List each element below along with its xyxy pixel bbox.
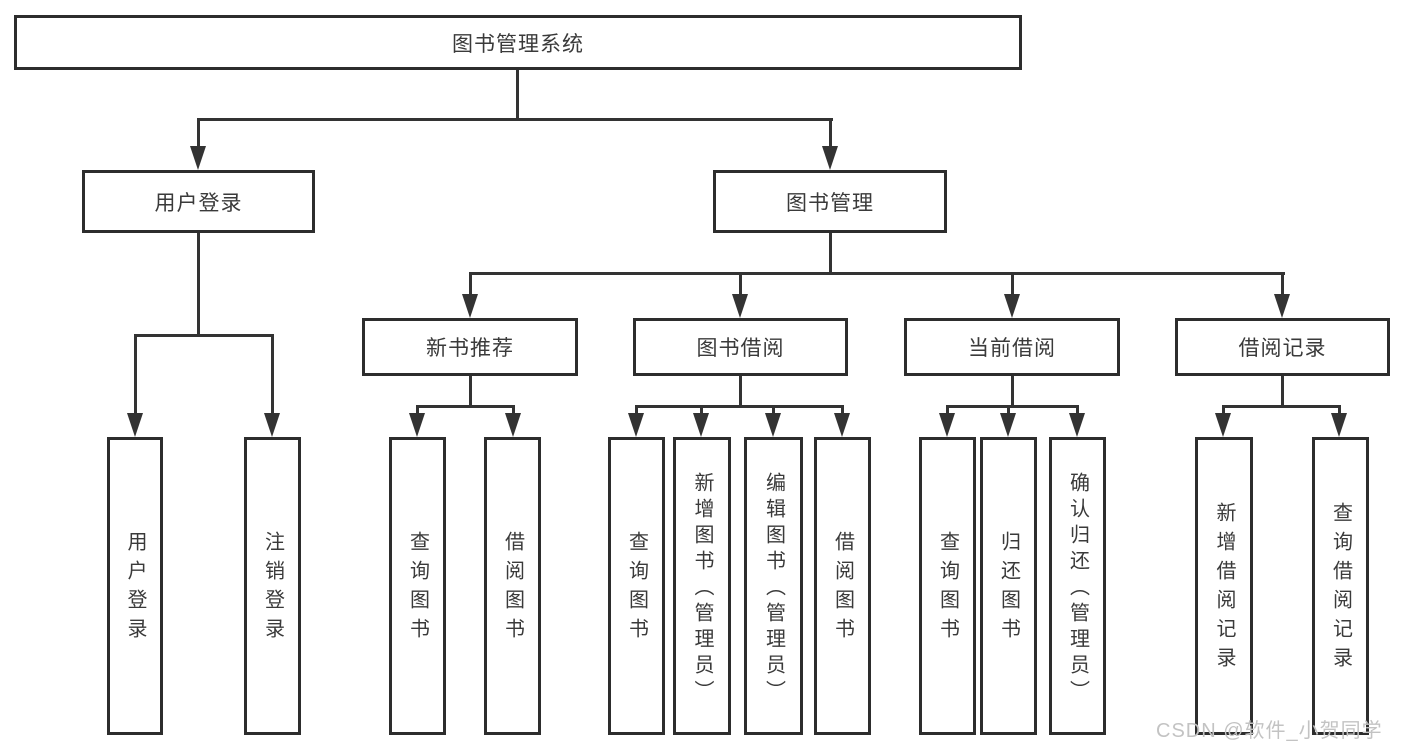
- arrowhead-leaf: [264, 413, 280, 437]
- connector-leaf-drop: [946, 405, 949, 415]
- leaf-query-books-borrow: 查询图书: [608, 437, 665, 735]
- node-label: 图书管理: [786, 191, 874, 215]
- arrowhead-leaf: [1331, 413, 1347, 437]
- connector-leaf-drop: [1338, 405, 1341, 415]
- connector-leaf-drop: [271, 334, 274, 415]
- arrowhead-section: [462, 294, 478, 318]
- connector-book-mgmt-split: [469, 272, 1285, 275]
- connector-section-drop: [469, 272, 472, 298]
- connector-leaf-drop: [512, 405, 515, 415]
- node-label: 新增借阅记录: [1213, 502, 1235, 676]
- connector-leaf-drop: [416, 405, 419, 415]
- connector-leaf-drop: [700, 405, 703, 415]
- connector-section-split: [1222, 405, 1341, 408]
- arrowhead-user-login: [190, 146, 206, 170]
- node-label: 查询图书: [936, 531, 959, 647]
- node-label: 查询图书: [625, 531, 648, 647]
- node-label: 当前借阅: [968, 337, 1056, 360]
- arrowhead-leaf: [834, 413, 850, 437]
- arrowhead-leaf: [505, 413, 521, 437]
- connector-section-stem: [1011, 376, 1014, 408]
- node-label: 用户登录: [124, 531, 146, 647]
- node-label: 图书借阅: [696, 337, 785, 360]
- leaf-user-login: 用户登录: [107, 437, 163, 735]
- connector-leaf-drop: [841, 405, 844, 415]
- node-label: 编辑图书（管理员）: [762, 472, 785, 706]
- node-label: 查询图书: [406, 531, 429, 647]
- arrowhead-leaf: [1069, 413, 1085, 437]
- leaf-logout: 注销登录: [244, 437, 301, 735]
- connector-section-drop: [1011, 272, 1014, 298]
- arrowhead-leaf: [1000, 413, 1016, 437]
- connector-section-stem: [739, 376, 742, 408]
- node-book-management-branch: 图书管理: [713, 170, 947, 233]
- node-label: 新增图书（管理员）: [691, 472, 713, 706]
- leaf-query-books-current: 查询图书: [919, 437, 976, 735]
- node-current-borrow: 当前借阅: [904, 318, 1120, 376]
- node-label: 用户登录: [154, 191, 243, 215]
- node-label: 确认归还（管理员）: [1066, 472, 1089, 706]
- arrowhead-leaf: [628, 413, 644, 437]
- arrowhead-book-mgmt: [822, 146, 838, 170]
- connector-leaf-drop: [1007, 405, 1010, 415]
- connector-user-login-drop: [197, 118, 200, 148]
- connector-leaf-drop: [1076, 405, 1079, 415]
- connector-section-drop: [739, 272, 742, 298]
- arrowhead-section: [1274, 294, 1290, 318]
- connector-leaf-drop: [772, 405, 775, 415]
- leaf-return-books: 归还图书: [980, 437, 1037, 735]
- leaf-query-borrow-record: 查询借阅记录: [1312, 437, 1369, 735]
- leaf-add-books-admin: 新增图书（管理员）: [673, 437, 731, 735]
- leaf-edit-books-admin: 编辑图书（管理员）: [744, 437, 803, 735]
- leaf-borrow-books: 借阅图书: [814, 437, 871, 735]
- connector-leaf-drop: [635, 405, 638, 415]
- connector-book-mgmt-stem: [829, 233, 832, 275]
- connector-root-stem: [516, 68, 519, 121]
- connector-book-mgmt-drop: [829, 118, 832, 148]
- connector-user-login-stem: [197, 233, 200, 337]
- arrowhead-leaf: [409, 413, 425, 437]
- leaf-query-books-recommend: 查询图书: [389, 437, 446, 735]
- arrowhead-section: [732, 294, 748, 318]
- connector-leaf-drop: [134, 334, 137, 415]
- leaf-borrow-books-recommend: 借阅图书: [484, 437, 541, 735]
- arrowhead-leaf: [127, 413, 143, 437]
- arrowhead-leaf: [1215, 413, 1231, 437]
- connector-user-login-split: [134, 334, 274, 337]
- csdn-watermark: CSDN @软件_小贺同学: [1156, 720, 1383, 742]
- arrowhead-section: [1004, 294, 1020, 318]
- node-user-login-branch: 用户登录: [82, 170, 315, 233]
- node-label: 查询借阅记录: [1329, 502, 1352, 676]
- node-borrow-records: 借阅记录: [1175, 318, 1390, 376]
- arrowhead-leaf: [693, 413, 709, 437]
- leaf-confirm-return-admin: 确认归还（管理员）: [1049, 437, 1106, 735]
- leaf-add-borrow-record: 新增借阅记录: [1195, 437, 1253, 735]
- node-label: 图书管理系统: [452, 32, 584, 56]
- node-new-book-recommend: 新书推荐: [362, 318, 578, 376]
- connector-section-stem: [469, 376, 472, 408]
- arrowhead-leaf: [765, 413, 781, 437]
- connector-root-split: [197, 118, 833, 121]
- connector-section-drop: [1281, 272, 1284, 298]
- node-label: 归还图书: [997, 531, 1020, 647]
- arrowhead-leaf: [939, 413, 955, 437]
- node-label: 新书推荐: [426, 337, 514, 360]
- connector-section-stem: [1281, 376, 1284, 408]
- node-book-borrow: 图书借阅: [633, 318, 848, 376]
- connector-section-split: [416, 405, 515, 408]
- connector-leaf-drop: [1222, 405, 1225, 415]
- node-label: 借阅图书: [501, 531, 524, 647]
- node-label: 借阅图书: [831, 531, 854, 647]
- node-label: 借阅记录: [1238, 337, 1327, 360]
- connector-section-split: [635, 405, 844, 408]
- node-label: 注销登录: [261, 531, 284, 647]
- connector-section-split: [946, 405, 1079, 408]
- node-root-library-system: 图书管理系统: [14, 15, 1022, 70]
